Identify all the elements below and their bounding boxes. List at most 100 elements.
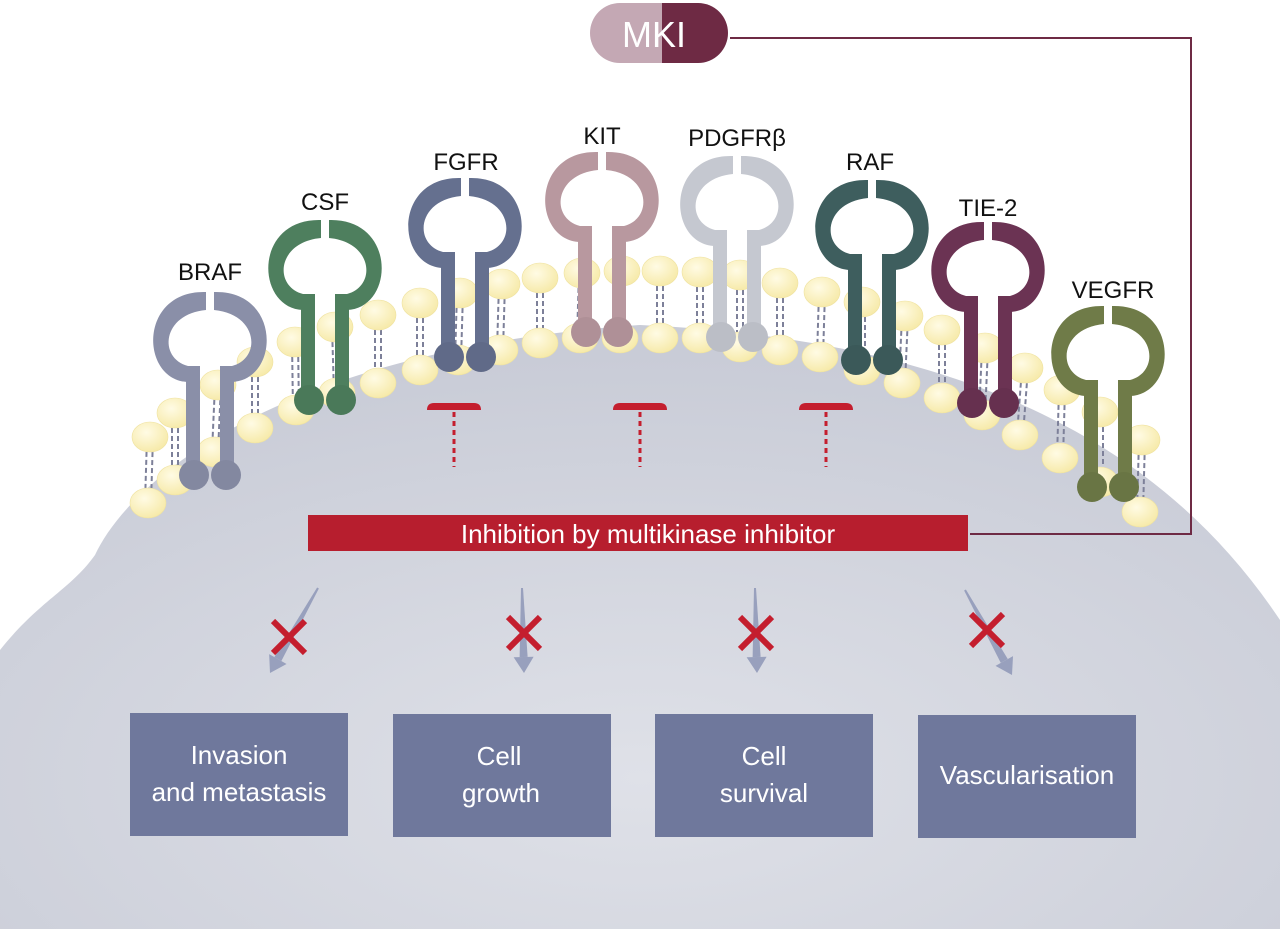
receptor-right-foot — [1109, 472, 1139, 502]
lipid-head — [236, 412, 274, 444]
receptor-left-stem — [441, 252, 455, 357]
lipid-tail — [1023, 383, 1028, 421]
lipid-tail — [211, 399, 216, 437]
receptor-right-foot — [873, 345, 903, 375]
lipid-head — [681, 256, 719, 288]
receptor-right-stem — [1118, 380, 1132, 487]
receptor-csf: CSF — [268, 189, 382, 415]
inhibition-bar-rect — [308, 515, 968, 551]
receptor-label: KIT — [583, 123, 621, 150]
receptor-left-arc — [1051, 305, 1104, 396]
receptor-left-foot — [706, 322, 736, 352]
receptor-right-stem — [612, 226, 626, 332]
receptor-right-stem — [335, 294, 349, 400]
inhibition-bar-label: Inhibition by multikinase inhibitor — [461, 519, 836, 549]
receptor-right-arc — [876, 179, 929, 270]
arrow-shaft — [519, 587, 528, 658]
receptor-left-foot — [841, 345, 871, 375]
lipid-tail — [904, 331, 909, 369]
mki-drug-capsule: MKI — [590, 3, 728, 63]
outcome-cell-survival: Cell survival — [655, 714, 873, 837]
outcome-line2: and metastasis — [152, 777, 327, 807]
inhibition-t-symbol — [799, 403, 853, 467]
outcome-invasion: Invasion and metastasis — [130, 713, 348, 836]
lipid-head — [521, 262, 559, 294]
lipid-head — [761, 267, 799, 299]
lipid-head — [803, 276, 841, 308]
inhibition-t-symbol — [613, 403, 667, 467]
blocked-pathway-arrow — [269, 587, 319, 673]
receptor-right-stem — [747, 230, 761, 337]
lipid-tail — [1142, 455, 1146, 498]
receptor-label: PDGFRβ — [688, 125, 786, 152]
lipid-tail — [816, 306, 820, 342]
lipid-head — [641, 255, 679, 287]
receptor-fgfr: FGFR — [408, 149, 522, 372]
mki-connector-line — [730, 37, 1192, 535]
blocked-pathway-arrow — [964, 589, 1014, 675]
block-cross-stroke — [968, 611, 1006, 649]
receptor-right-arc — [1112, 305, 1165, 396]
capsule-left-half — [590, 3, 662, 63]
receptor-kit: KIT — [545, 123, 659, 347]
receptor-label: CSF — [301, 189, 349, 216]
outcome-line1: Cell — [742, 741, 787, 771]
inhibition-t-symbol — [427, 403, 481, 467]
t-bar — [427, 403, 481, 410]
receptor-right-arc — [469, 177, 522, 268]
outcome-vascularisation: Vascularisation — [918, 715, 1136, 838]
lipid-head — [923, 314, 961, 346]
receptor-left-arc — [931, 221, 984, 312]
blocked-pathway-arrow — [505, 587, 543, 673]
lipid-tail — [984, 363, 989, 401]
receptor-right-arc — [741, 155, 794, 246]
lipid-head — [131, 421, 169, 453]
receptor-tie-2: TIE-2 — [931, 195, 1045, 418]
outcome-line1: Cell — [477, 741, 522, 771]
receptor-label: FGFR — [433, 149, 498, 176]
outcome-box — [393, 714, 611, 837]
outcome-line1: Vascularisation — [940, 760, 1114, 790]
lipid-head — [641, 322, 679, 354]
lipid-tail — [150, 452, 154, 489]
receptor-right-arc — [214, 291, 267, 382]
receptor-left-stem — [578, 226, 592, 332]
lipid-tail — [1062, 405, 1066, 444]
receptor-pdgfr-: PDGFRβ — [680, 125, 794, 352]
lipid-head — [1001, 419, 1039, 451]
outcome-cell-growth: Cell growth — [393, 714, 611, 837]
receptor-label: TIE-2 — [959, 195, 1018, 222]
mki-label: MKI — [622, 14, 686, 55]
receptor-right-stem — [998, 296, 1012, 403]
lipid-tail — [297, 356, 300, 395]
lipid-tail — [822, 307, 826, 343]
receptor-left-foot — [179, 460, 209, 490]
receptor-label: RAF — [846, 149, 894, 176]
inhibition-t-symbols — [427, 403, 853, 467]
receptor-label: VEGFR — [1072, 277, 1155, 304]
receptor-braf: BRAF — [153, 259, 267, 490]
receptor-left-foot — [571, 317, 601, 347]
receptor-label: BRAF — [178, 259, 242, 286]
receptor-left-foot — [434, 342, 464, 372]
receptor-right-foot — [466, 342, 496, 372]
outcome-line2: survival — [720, 778, 808, 808]
receptor-left-stem — [1084, 380, 1098, 487]
block-cross-stroke — [270, 618, 308, 656]
lipid-tail — [217, 400, 222, 438]
lipid-tail — [291, 357, 294, 396]
lipid-head — [801, 341, 839, 373]
blocked-arrows — [269, 587, 1014, 675]
receptor-left-stem — [964, 296, 978, 403]
arrow-head — [513, 656, 534, 673]
capsule-right-half — [662, 3, 728, 63]
receptor-right-foot — [603, 317, 633, 347]
inhibition-bar: Inhibition by multikinase inhibitor — [308, 515, 968, 551]
receptor-right-stem — [220, 366, 234, 475]
receptor-left-foot — [957, 388, 987, 418]
lipid-tail — [978, 362, 983, 400]
receptor-left-stem — [848, 254, 862, 360]
receptor-left-arc — [680, 155, 733, 246]
